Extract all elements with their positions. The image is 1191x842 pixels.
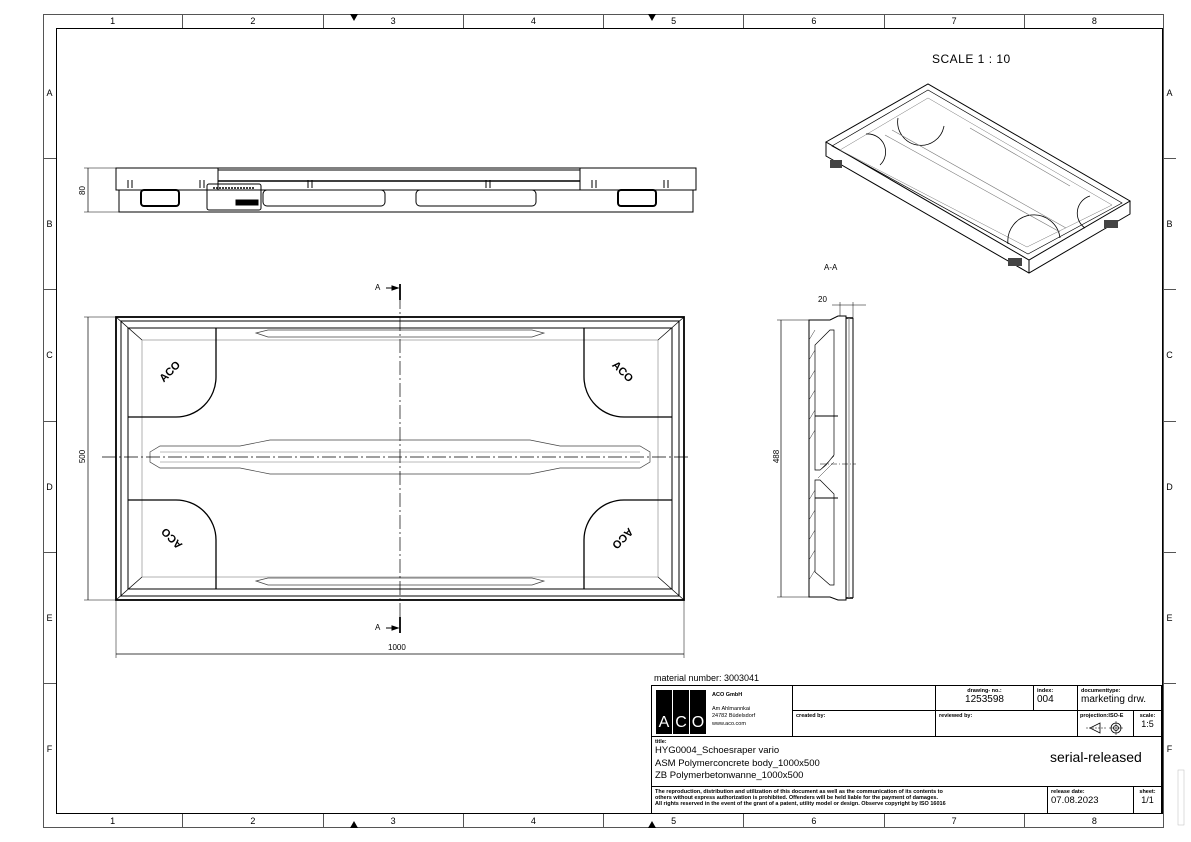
documenttype-label: documenttype: (1081, 688, 1121, 694)
drawing-no-label: drawing- no.: (967, 688, 1002, 694)
zone-row-label: A (1163, 28, 1176, 160)
index-label: index: (1037, 688, 1054, 694)
zone-row-label: D (1163, 422, 1176, 553)
section-height-dim: 488 (772, 449, 782, 464)
scale-cell: scale: 1:5 (1134, 711, 1161, 737)
zone-col-label: 8 (1091, 16, 1097, 26)
scale-label: SCALE 1 : 10 (932, 52, 1011, 66)
title-line-1: HYG0004_Schoesraper vario (655, 745, 780, 756)
copyright-line-2: others without express authorization is … (655, 795, 938, 802)
center-mark-icon (350, 821, 358, 828)
title-line-3: ZB Polymerbetonwanne_1000x500 (655, 770, 804, 781)
zone-col-label: 2 (183, 14, 324, 28)
zone-columns-bottom: 1 2 3 4 5 6 7 8 (43, 814, 1164, 828)
drawing-inner-frame (56, 28, 1163, 814)
side-view (84, 167, 697, 213)
logo-letter-c: C (673, 690, 690, 734)
company-address-2: 24782 Büdelsdorf (712, 713, 756, 719)
logo-letter-o: O (691, 714, 705, 731)
zone-col-label: 3 (324, 814, 464, 828)
projection-label: projection:ISO-E (1080, 713, 1124, 719)
zone-col-label: 8 (1091, 816, 1097, 826)
company-address-1: Am Ahlmannkai (712, 706, 751, 712)
zone-col-label: 1 (43, 14, 184, 28)
title-cell: title: HYG0004_Schoesraper vario ASM Pol… (652, 737, 1161, 787)
drawing-no-value: 1253598 (965, 694, 1004, 705)
section-view (777, 302, 866, 601)
aco-logo: A C O (656, 690, 706, 734)
logo-letter-a: A (656, 690, 673, 734)
material-number: material number: 3003041 (654, 673, 760, 683)
top-view (84, 284, 690, 658)
zone-col-label: 5 (604, 814, 745, 828)
zone-row-label: C (43, 290, 56, 422)
zone-col-label: 3 (324, 14, 464, 28)
release-status: serial-released (1050, 749, 1142, 765)
top-view-height-dim: 500 (78, 449, 88, 464)
title-label: title: (655, 739, 667, 745)
zone-col-label: 4 (464, 814, 604, 828)
index-value: 004 (1037, 694, 1054, 705)
documenttype-cell: documenttype: marketing drw. (1078, 686, 1161, 711)
release-date-value: 07.08.2023 (1051, 795, 1099, 806)
center-mark-icon (350, 14, 358, 21)
company-cell: A C O ACO GmbH Am Ahlmannkai 24782 Büdel… (652, 686, 793, 737)
zone-row-label: B (43, 159, 56, 291)
zone-row-label: D (43, 422, 56, 553)
section-marker-top: A (375, 283, 381, 292)
zone-row-label: E (1163, 553, 1176, 684)
reviewed-by-label: reviewed by: (939, 713, 973, 719)
copyright-line-3: All rights reserved in the event of the … (655, 801, 946, 808)
zone-row-label: B (1163, 159, 1176, 291)
zone-row-label: A (43, 28, 56, 160)
blank-cell (793, 686, 936, 711)
company-name: ACO GmbH (712, 692, 743, 698)
section-top-dim: 20 (818, 295, 827, 304)
zone-rows-left: A B C D E F (43, 14, 56, 814)
release-date-cell: release date: 07.08.2023 (1048, 787, 1134, 813)
reviewed-by-cell: reviewed by: (936, 711, 1078, 737)
scale-label-text: scale: (1139, 713, 1156, 719)
copyright-cell: The reproduction, distribution and utili… (652, 787, 1048, 813)
documenttype-value: marketing drw. (1081, 694, 1147, 705)
company-website: www.aco.com (712, 721, 746, 727)
zone-col-label: 6 (744, 814, 885, 828)
zone-row-label: C (1163, 290, 1176, 422)
zone-col-label: 7 (885, 814, 1025, 828)
created-by-label: created by: (796, 713, 826, 719)
zone-col-label: 5 (604, 14, 745, 28)
zone-columns-top: 1 2 3 4 5 6 7 8 (43, 14, 1164, 28)
top-view-width-dim: 1000 (388, 643, 406, 652)
zone-row-label: F (46, 743, 53, 754)
index-cell: index: 004 (1034, 686, 1078, 711)
side-view-height-dim: 80 (77, 186, 87, 195)
zone-row-label: E (43, 553, 56, 684)
title-line-2: ASM Polymerconcrete body_1000x500 (655, 757, 820, 769)
projection-symbol-icon (1086, 721, 1123, 735)
section-label: A-A (824, 263, 838, 272)
center-mark-icon (648, 14, 656, 21)
section-marker-bottom: A (375, 623, 381, 632)
scale-value: 1:5 (1141, 719, 1154, 729)
sheet-value: 1/1 (1141, 795, 1154, 805)
zone-col-label: 4 (464, 14, 604, 28)
isometric-view (824, 83, 1131, 274)
title-block: A C O ACO GmbH Am Ahlmannkai 24782 Büdel… (651, 685, 1162, 814)
zone-col-label: 1 (43, 814, 184, 828)
zone-rows-right: A B C D E F (1163, 14, 1176, 814)
center-mark-icon (648, 821, 656, 828)
zone-row-label: F (1166, 743, 1173, 754)
edge-info-box (1177, 769, 1185, 826)
sheet-cell: sheet: 1/1 (1134, 787, 1161, 813)
copyright-line-1: The reproduction, distribution and utili… (655, 789, 943, 795)
projection-cell: projection:ISO-E (1078, 711, 1134, 737)
created-by-cell: created by: (793, 711, 936, 737)
zone-col-label: 7 (885, 14, 1025, 28)
sheet-label: sheet: (1139, 789, 1156, 795)
zone-col-label: 2 (183, 814, 324, 828)
drawing-no-cell: drawing- no.: 1253598 (936, 686, 1034, 711)
zone-col-label: 6 (744, 14, 885, 28)
release-date-label: release date: (1051, 789, 1085, 795)
